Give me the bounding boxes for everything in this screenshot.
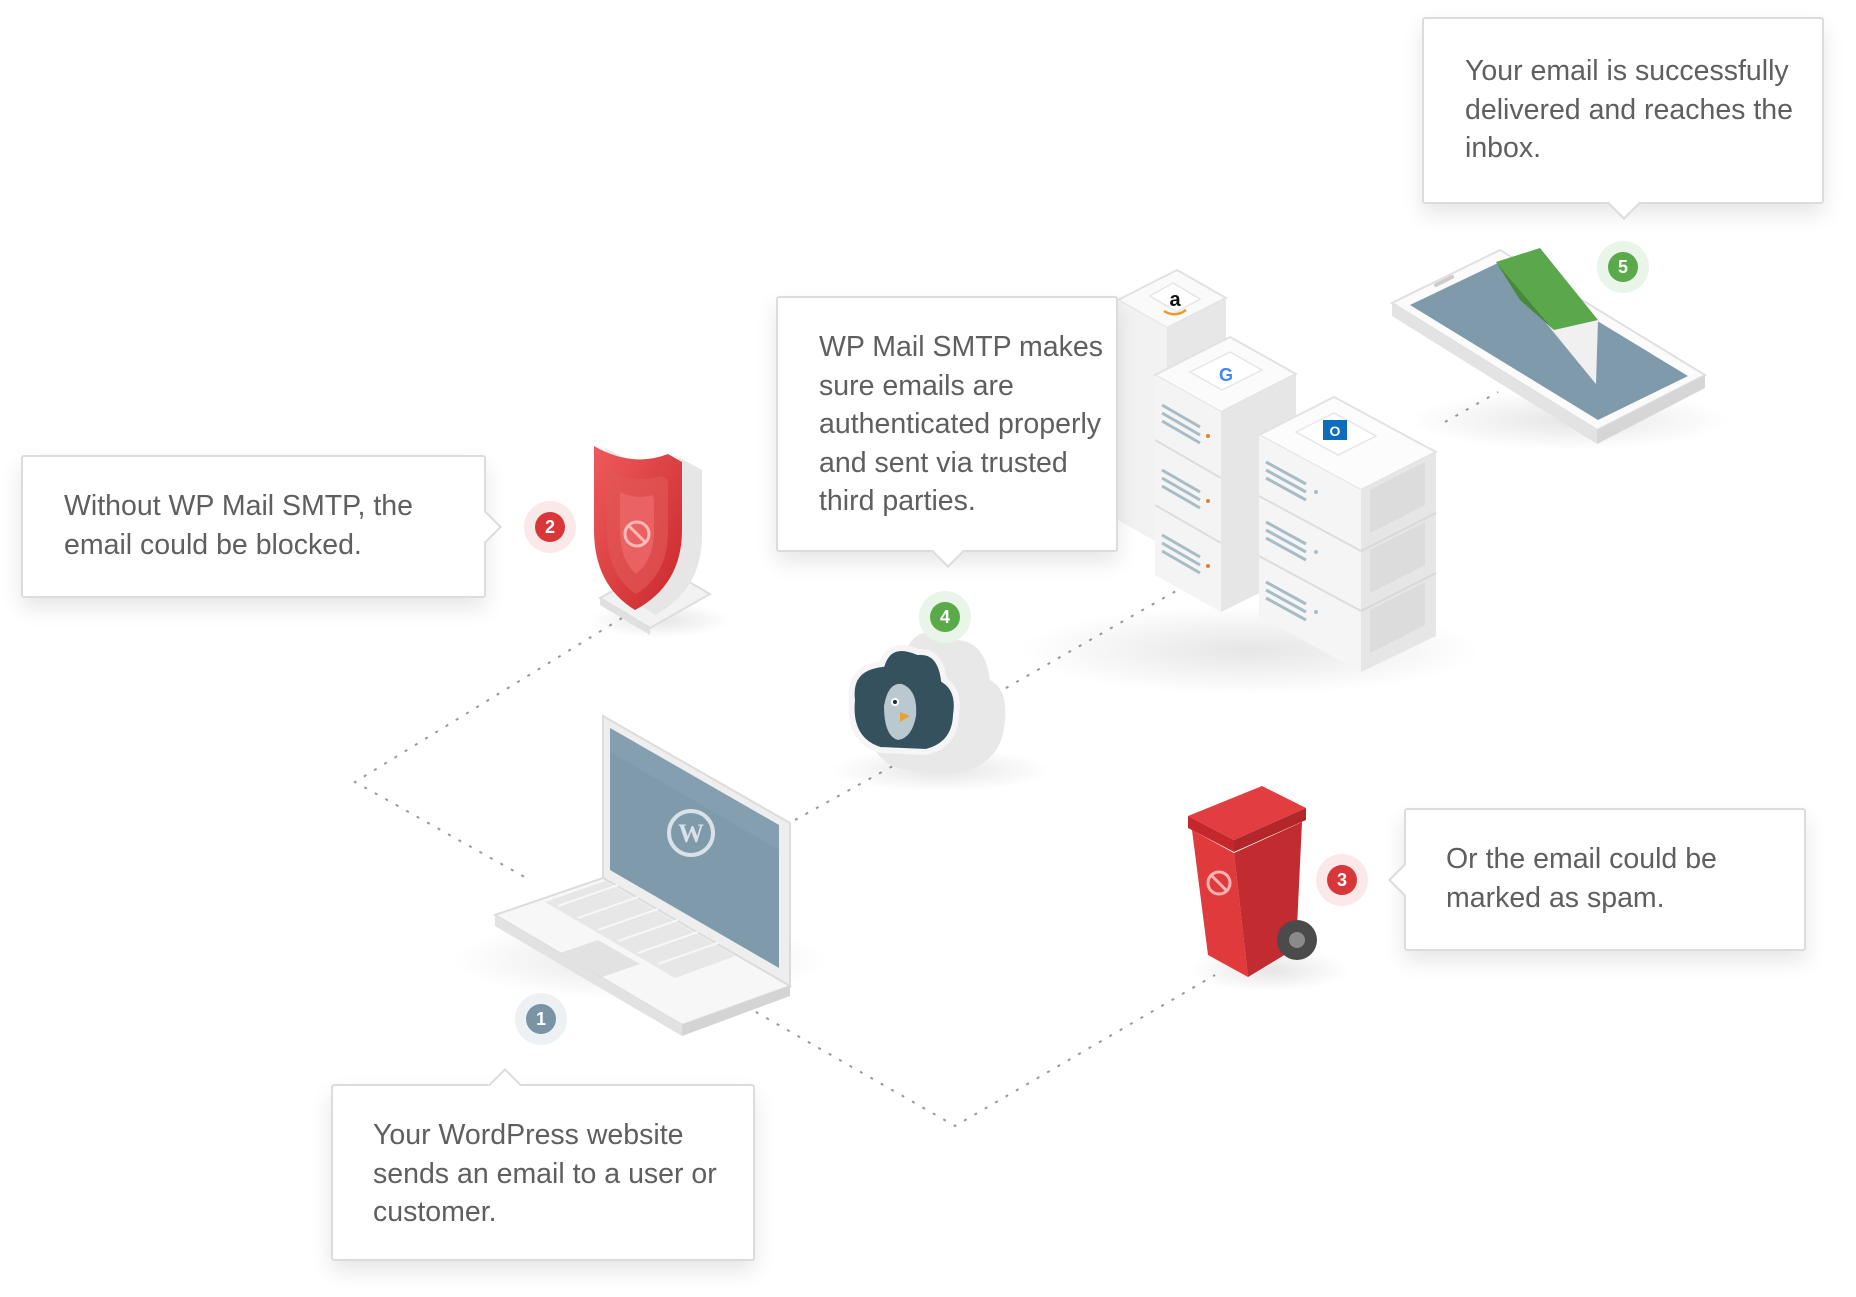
step-2-number: 2 — [535, 512, 565, 542]
wp-mail-smtp-cloud-icon — [830, 632, 1050, 792]
step-3-number: 3 — [1327, 865, 1357, 895]
wordpress-laptop-icon: W — [450, 714, 830, 1036]
blocked-shield-icon — [590, 446, 730, 638]
step-1-callout: Your WordPress website sends an email to… — [331, 1068, 755, 1261]
step-5-number: 5 — [1608, 252, 1638, 282]
step-2-text: Without WP Mail SMTP, the email could be… — [64, 490, 413, 561]
step-5-text: Your email is successfully delivered and… — [1465, 55, 1793, 164]
step-1-text: Your WordPress website sends an email to… — [373, 1119, 717, 1228]
svg-text:a: a — [1169, 289, 1181, 311]
step-4-badge: 4 — [919, 591, 971, 643]
step-4-callout: WP Mail SMTP makes sure emails are authe… — [776, 296, 1118, 568]
svg-text:O: O — [1330, 423, 1341, 439]
step-2-badge: 2 — [524, 501, 576, 553]
svg-text:G: G — [1219, 365, 1233, 385]
server-stack: a G — [1020, 268, 1480, 695]
inbox-phone-icon — [1389, 248, 1730, 450]
outlook-server-icon: O — [1256, 395, 1439, 672]
step-3-badge: 3 — [1316, 854, 1368, 906]
step-3-text: Or the email could be marked as spam. — [1446, 843, 1717, 914]
step-4-text: WP Mail SMTP makes sure emails are authe… — [819, 331, 1103, 517]
step-4-number: 4 — [930, 602, 960, 632]
step-5-callout: Your email is successfully delivered and… — [1422, 17, 1824, 220]
step-5-badge: 5 — [1597, 241, 1649, 293]
step-3-callout: Or the email could be marked as spam. — [1388, 808, 1806, 951]
step-2-callout: Without WP Mail SMTP, the email could be… — [21, 455, 502, 598]
spam-trash-bin-icon — [1188, 786, 1350, 992]
step-1-number: 1 — [526, 1004, 556, 1034]
step-1-badge: 1 — [515, 993, 567, 1045]
svg-text:W: W — [678, 819, 704, 848]
